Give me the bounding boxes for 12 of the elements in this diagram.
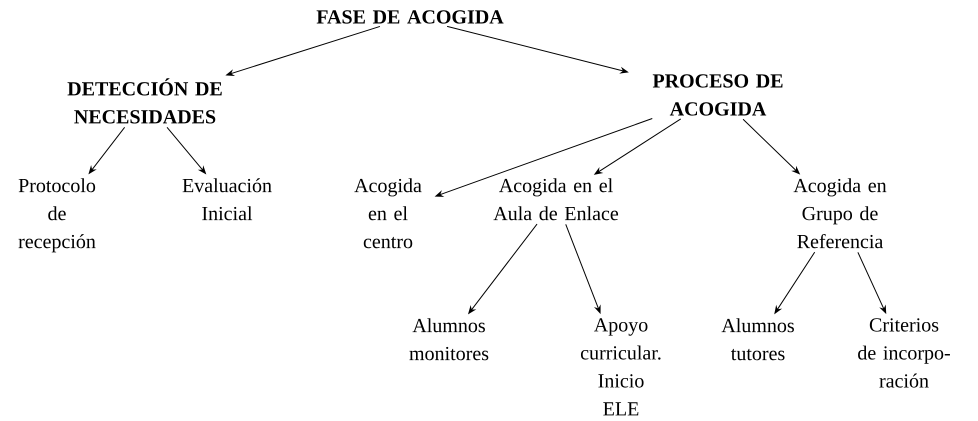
heading-text: FASE DE ACOGIDA	[316, 10, 504, 24]
heading-text: DETECCIÓN DE NECESIDADES	[68, 78, 222, 124]
label-text: Acogida en el Aula de Enlace	[493, 178, 618, 220]
label-text: Criterios de incorpo-ración	[858, 318, 950, 388]
label-text: Evaluación Inicial	[182, 178, 272, 220]
label-text: Protocolo de recepción	[18, 178, 96, 252]
label-text: Alumnos tutores	[722, 318, 794, 360]
label-text: Acogida en Grupo de Referencia	[794, 178, 886, 248]
label-text: Acogida en el centro	[354, 178, 422, 248]
label-text: Alumnos monitores	[409, 318, 488, 360]
heading-text: PROCESO DE ACOGIDA	[652, 74, 783, 116]
label-text: Apoyo curricular. Inicio ELE	[580, 318, 661, 416]
